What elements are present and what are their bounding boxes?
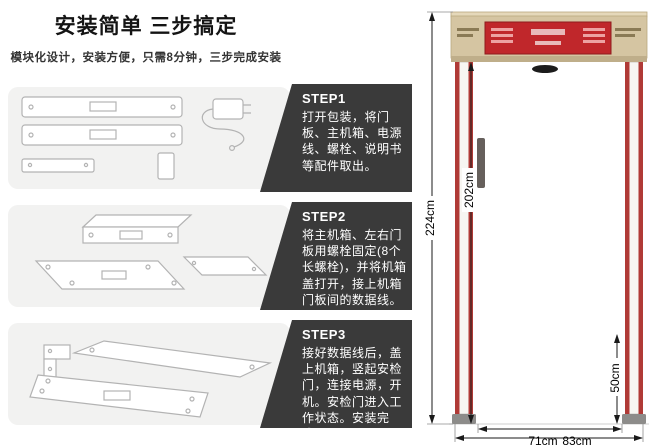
step-row-1: STEP1 打开包装，将门板、主机箱、电源线、螺栓、说明书等配件取出。 <box>6 84 412 192</box>
left-foot <box>452 414 476 424</box>
zone-indicator-lights <box>491 28 605 43</box>
dimension-labels: 224cm 202cm 50cm 71cm 83cm <box>423 172 622 446</box>
detector-drawing: 224cm 202cm 50cm 71cm 83cm <box>423 11 649 446</box>
dim-total-height: 224cm <box>423 200 437 236</box>
flat-pack-parts-drawing <box>21 96 251 180</box>
display-readout <box>531 29 565 45</box>
dim-outer-width: 83cm <box>562 434 591 446</box>
step2-label: STEP2 <box>302 209 346 224</box>
header-crossbar <box>450 11 648 73</box>
left-post <box>455 61 485 415</box>
step2-text: 将主机箱、左右门板用螺栓固定(8个长螺栓)，并将机箱盖打开，接上机箱门板间的数据… <box>302 228 407 307</box>
step1-illustration <box>8 87 290 189</box>
section-header: 安装简单 三步搞定 模块化设计，安装方便，只需8分钟，三步完成安装 <box>0 10 292 65</box>
assembly-drawing <box>34 214 268 290</box>
section-title: 安装简单 三步搞定 <box>54 15 238 38</box>
post-control-panel <box>477 138 485 188</box>
step3-label: STEP3 <box>302 327 346 342</box>
step2-description: STEP2 将主机箱、左右门板用螺栓固定(8个长螺栓)，并将机箱盖打开，接上机箱… <box>260 202 412 310</box>
step3-description: STEP3 接好数据线后，盖上机箱，竖起安检门，连接电源，开机。安检门进入工作状… <box>260 320 412 428</box>
detector-dimension-diagram: 224cm 202cm 50cm 71cm 83cm <box>415 0 659 446</box>
step-row-3: STEP3 接好数据线后，盖上机箱，竖起安检门，连接电源，开机。安检门进入工作状… <box>6 320 412 428</box>
underside-sensor <box>532 65 558 73</box>
dim-label-backplates <box>423 168 623 396</box>
header-print-marks <box>457 28 641 37</box>
step1-text: 打开包装，将门板、主机箱、电源线、螺栓、说明书等配件取出。 <box>302 110 403 173</box>
right-foot <box>622 414 646 424</box>
step2-illustration <box>8 205 290 307</box>
step3-illustration <box>8 323 290 425</box>
installation-section: 安装简单 三步搞定 模块化设计，安装方便，只需8分钟，三步完成安装 <box>0 10 412 428</box>
dim-lower-zone: 50cm <box>608 363 622 392</box>
step-row-2: STEP2 将主机箱、左右门板用螺栓固定(8个长螺栓)，并将机箱盖打开，接上机箱… <box>6 202 412 310</box>
step-list: STEP1 打开包装，将门板、主机箱、电源线、螺栓、说明书等配件取出。 <box>6 84 412 428</box>
section-subtitle: 模块化设计，安装方便，只需8分钟，三步完成安装 <box>10 52 282 64</box>
erecting-drawing <box>29 340 273 418</box>
right-post <box>625 61 643 415</box>
step1-description: STEP1 打开包装，将门板、主机箱、电源线、螺栓、说明书等配件取出。 <box>260 84 412 192</box>
security-gate <box>449 11 649 425</box>
dim-inner-width: 71cm <box>528 434 557 446</box>
led-panel <box>484 21 612 55</box>
step3-text: 接好数据线后，盖上机箱，竖起安检门，连接电源，开机。安检门进入工作状态。安装完成… <box>302 346 403 441</box>
step1-label: STEP1 <box>302 91 346 106</box>
dim-inner-height: 202cm <box>462 172 476 208</box>
